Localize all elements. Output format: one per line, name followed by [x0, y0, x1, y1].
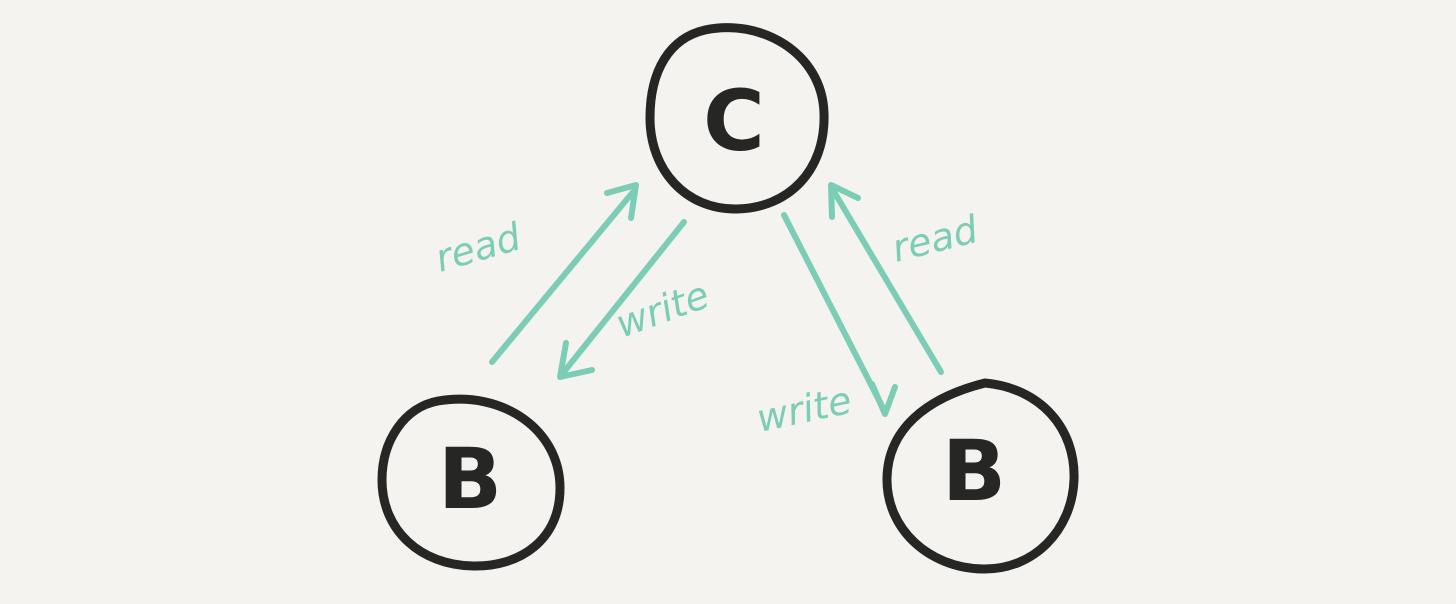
edge-right-read-label: read	[888, 207, 983, 271]
node-left-ring	[377, 394, 565, 571]
edge-left-write-label: write	[610, 272, 715, 346]
node-left: B	[377, 394, 565, 571]
edge-right-write: write	[753, 212, 898, 441]
edge-left-read-label: read	[430, 214, 526, 280]
edge-left-write: write	[557, 219, 715, 380]
edge-right-write-arrowhead	[869, 381, 898, 417]
edge-right-write-label: write	[753, 378, 856, 441]
edge-right-read-line	[830, 187, 944, 375]
edge-left-write-line	[560, 219, 687, 376]
edge-right-read: read	[828, 182, 983, 375]
edge-right-read-arrowhead	[828, 182, 861, 220]
node-top: C	[645, 23, 829, 214]
edge-left-write-arrowhead	[557, 340, 595, 380]
node-right-label: B	[942, 422, 1006, 520]
edge-left-read-line	[489, 189, 636, 365]
node-left-label: B	[438, 430, 502, 528]
edge-left-read-arrowhead	[604, 182, 639, 221]
node-top-ring	[645, 23, 829, 214]
node-right: B	[882, 378, 1079, 574]
node-right-ring	[882, 378, 1079, 574]
node-top-label: C	[703, 72, 765, 170]
edge-left-read: read	[430, 182, 639, 365]
edge-right-write-line	[781, 212, 886, 411]
